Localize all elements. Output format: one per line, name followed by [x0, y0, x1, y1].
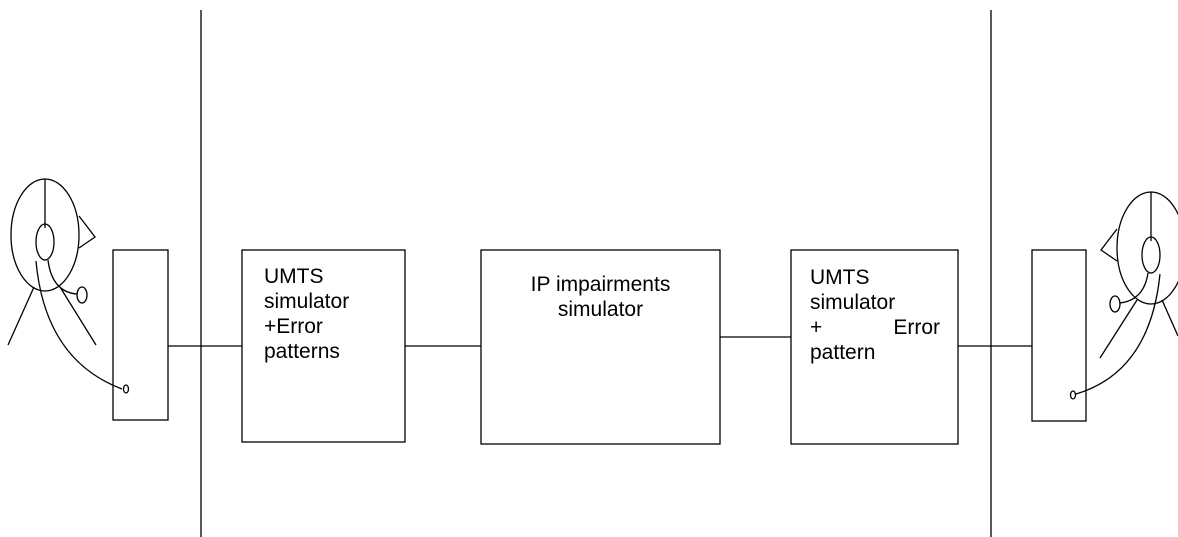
umts-left-line-4: patterns — [264, 340, 340, 363]
right-terminal-box — [1031, 249, 1087, 422]
umts-right-line-1: UMTS — [810, 266, 870, 289]
umts-right-plus: + — [810, 316, 823, 339]
ip-label-line-2: simulator — [557, 298, 644, 321]
umts-left-label: UMTS simulator +Error patterns — [264, 264, 349, 364]
ip-impairments-label: IP impairments simulator — [481, 272, 720, 322]
right-person-headset-icon — [1069, 191, 1178, 400]
left-person-headset-icon — [7, 178, 130, 394]
umts-right-error: Error — [893, 316, 940, 339]
umts-right-line-2: simulator — [810, 291, 896, 314]
umts-left-line-3: +Error — [264, 315, 323, 338]
ip-label-line-1: IP impairments — [530, 273, 671, 296]
umts-left-line-2: simulator — [264, 290, 350, 313]
umts-left-line-1: UMTS — [264, 265, 324, 288]
umts-right-line-3: + Error — [810, 315, 940, 340]
left-terminal-box — [112, 249, 169, 421]
umts-right-box — [790, 249, 959, 445]
ip-impairments-box — [480, 249, 721, 445]
umts-right-line-4: pattern — [810, 341, 876, 364]
umts-right-label: UMTS simulator + Error pattern — [810, 265, 940, 365]
